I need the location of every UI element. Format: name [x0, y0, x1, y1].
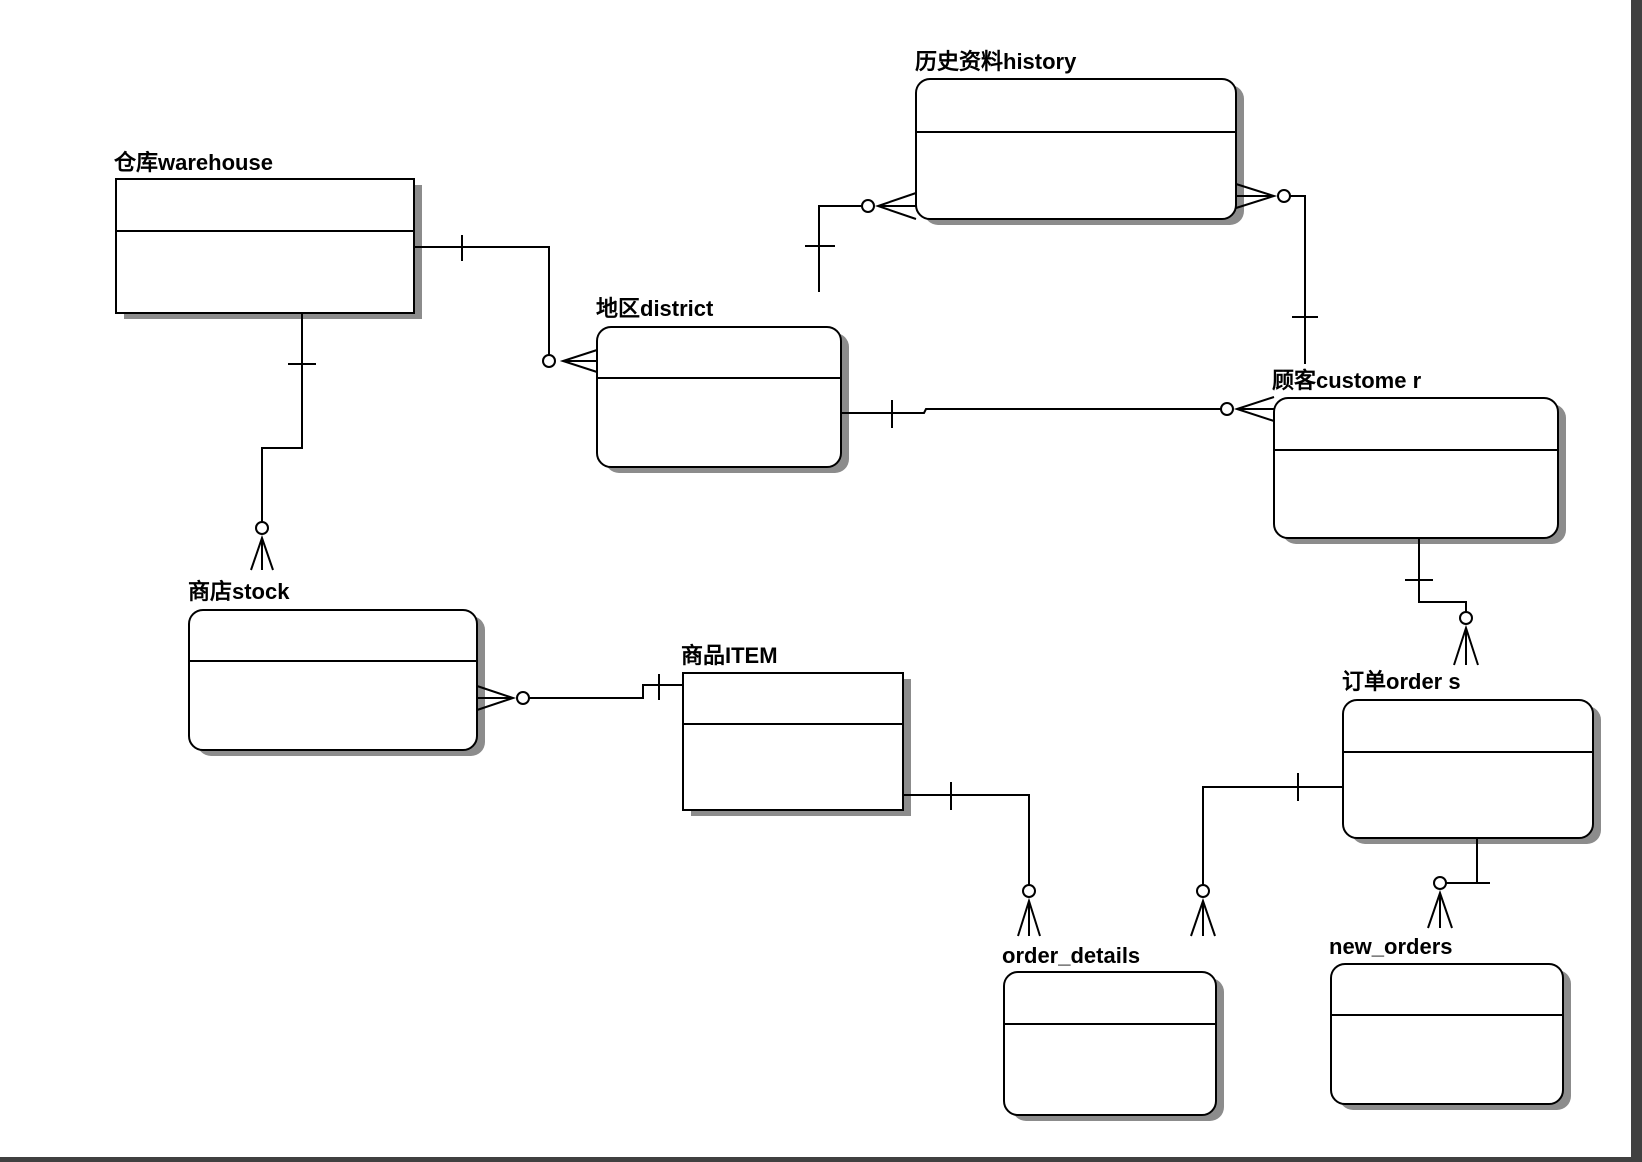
relationship-line — [529, 684, 683, 699]
zero-circle — [542, 354, 556, 368]
relationship-orders-order-details[interactable] — [1190, 773, 1343, 937]
entity-district[interactable]: 地区district — [596, 296, 849, 473]
entity-stock-name: 商店stock — [188, 579, 290, 604]
relationship-customer-orders[interactable] — [1405, 538, 1479, 666]
entity-orders-name: 订单order s — [1342, 669, 1461, 694]
entity-item-name: 商品ITEM — [681, 643, 778, 668]
zero-circle — [1220, 402, 1234, 416]
entity-order-details[interactable]: order_details — [1002, 943, 1224, 1121]
zero-circle — [255, 521, 269, 535]
window-frame-bottom — [0, 1157, 1642, 1162]
entity-new-orders-name: new_orders — [1329, 934, 1453, 959]
relationship-line — [818, 205, 862, 292]
zero-circle — [1459, 611, 1473, 625]
entity-item[interactable]: 商品ITEM — [681, 643, 911, 816]
relationship-item-stock[interactable] — [476, 674, 683, 711]
relationship-warehouse-district[interactable] — [414, 235, 598, 373]
entity-customer[interactable]: 顾客custome r — [1272, 368, 1566, 544]
entity-stock[interactable]: 商店stock — [188, 579, 485, 756]
entity-new-orders[interactable]: new_orders — [1329, 934, 1571, 1110]
entity-customer-name: 顾客custome r — [1272, 368, 1422, 393]
relationship-line — [1446, 838, 1478, 884]
entity-warehouse-name: 仓库warehouse — [113, 150, 273, 175]
zero-circle — [1196, 884, 1210, 898]
zero-circle — [516, 691, 530, 705]
relationship-line — [1418, 538, 1467, 612]
relationship-line — [841, 408, 1221, 414]
relationship-warehouse-stock[interactable] — [250, 313, 316, 571]
relationship-item-order-details[interactable] — [903, 782, 1041, 937]
relationship-line — [414, 246, 553, 362]
zero-circle — [861, 199, 875, 213]
entity-history[interactable]: 历史资料history — [915, 49, 1244, 225]
entity-history-name: 历史资料history — [915, 49, 1077, 74]
relationship-orders-new-orders[interactable] — [1427, 838, 1490, 929]
zero-circle — [1022, 884, 1036, 898]
relationship-district-history[interactable] — [805, 192, 917, 292]
zero-circle — [1433, 876, 1447, 890]
entity-orders[interactable]: 订单order s — [1342, 669, 1601, 844]
relationship-line — [1202, 786, 1343, 885]
relationship-customer-history[interactable] — [1235, 183, 1318, 364]
entity-order-details-name: order_details — [1002, 943, 1140, 968]
relationship-line — [903, 794, 1030, 885]
relationship-line — [261, 313, 303, 522]
relationship-line — [1290, 195, 1306, 364]
entity-warehouse[interactable]: 仓库warehouse — [113, 150, 422, 319]
window-frame-right — [1631, 0, 1642, 1162]
entity-district-name: 地区district — [596, 296, 714, 321]
relationship-district-customer[interactable] — [841, 396, 1275, 428]
zero-circle — [1277, 189, 1291, 203]
